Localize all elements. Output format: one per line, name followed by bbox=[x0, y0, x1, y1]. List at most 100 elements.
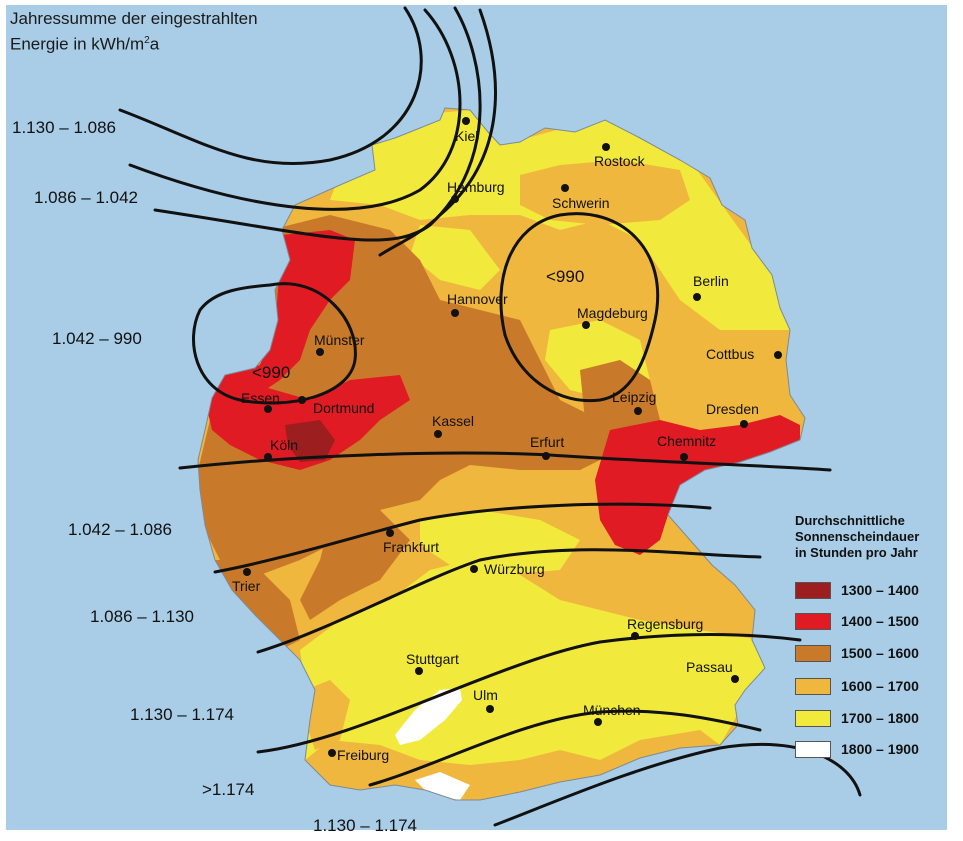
city-label-berlin: Berlin bbox=[693, 273, 729, 289]
legend-item-1600-1700: 1600 – 1700 bbox=[795, 676, 919, 696]
city-dot-hamburg bbox=[451, 195, 459, 203]
isoline-label-2: 1.086 – 1.042 bbox=[34, 188, 138, 207]
legend-item-1500-1600: 1500 – 1600 bbox=[795, 643, 919, 663]
city-label-essen: Essen bbox=[241, 390, 280, 406]
isoline-label-6: 1.130 – 1.174 bbox=[130, 705, 234, 724]
map-title-unit-prefix: Energie in kWh/m bbox=[10, 34, 145, 54]
legend-swatch-1500-1600 bbox=[795, 644, 831, 662]
legend-label-1600-1700: 1600 – 1700 bbox=[841, 678, 919, 694]
legend-item-1800-1900: 1800 – 1900 bbox=[795, 739, 919, 759]
city-label-kiel: Kiel bbox=[455, 128, 478, 144]
city-dot-chemnitz bbox=[680, 453, 688, 461]
city-dot-essen bbox=[264, 405, 272, 413]
city-dot-frankfurt bbox=[386, 529, 394, 537]
legend-swatch-1800-1900 bbox=[795, 740, 831, 758]
city-dot-muenchen bbox=[594, 718, 602, 726]
city-label-hannover: Hannover bbox=[447, 291, 508, 307]
city-dots bbox=[243, 117, 782, 757]
city-label-freiburg: Freiburg bbox=[337, 747, 389, 763]
map-title-line1: Jahressumme der eingestrahlten bbox=[10, 9, 258, 28]
legend-title: Durchschnittliche Sonnenscheindauer in S… bbox=[795, 513, 963, 561]
city-dot-cottbus bbox=[774, 351, 782, 359]
legend-title-line1: Durchschnittliche bbox=[795, 513, 905, 528]
isolines bbox=[118, 6, 862, 827]
city-label-ulm: Ulm bbox=[473, 687, 498, 703]
isoline-label-lt990-east: <990 bbox=[546, 267, 584, 286]
isoline-10 bbox=[493, 743, 862, 827]
zone-swabian-white bbox=[395, 688, 462, 745]
legend-item-1400-1500: 1400 – 1500 bbox=[795, 611, 919, 631]
legend-item-1300-1400: 1300 – 1400 bbox=[795, 580, 919, 600]
city-label-trier: Trier bbox=[232, 578, 261, 594]
legend-swatch-1600-1700 bbox=[795, 677, 831, 695]
city-label-dresden: Dresden bbox=[706, 401, 759, 417]
zone-nrw-red bbox=[205, 230, 355, 430]
city-label-kassel: Kassel bbox=[432, 413, 474, 429]
city-dot-kassel bbox=[434, 430, 442, 438]
zone-southwest-brown bbox=[210, 560, 300, 650]
isoline-west-loop bbox=[192, 282, 357, 405]
city-label-muenster: Münster bbox=[314, 332, 365, 348]
city-dot-dresden bbox=[740, 420, 748, 428]
isoline-4 bbox=[378, 8, 497, 257]
city-dot-schwerin bbox=[561, 184, 569, 192]
isoline-2 bbox=[128, 8, 462, 211]
city-dot-rostock bbox=[602, 143, 610, 151]
legend-swatch-1700-1800 bbox=[795, 709, 831, 727]
city-label-hamburg: Hamburg bbox=[447, 179, 505, 195]
isoline-label-1: 1.130 – 1.086 bbox=[12, 118, 116, 137]
zone-lowersaxony-yellow bbox=[410, 225, 500, 290]
legend-label-1300-1400: 1300 – 1400 bbox=[841, 582, 919, 598]
city-dot-kiel bbox=[462, 117, 470, 125]
isoline-7 bbox=[256, 548, 762, 654]
city-dot-dortmund bbox=[298, 396, 306, 404]
city-label-frankfurt: Frankfurt bbox=[383, 539, 439, 555]
isoline-8 bbox=[256, 633, 802, 754]
isoline-label-8: 1.130 – 1.174 bbox=[313, 816, 417, 835]
isoline-east-loop bbox=[499, 212, 660, 403]
zone-main-yellow bbox=[420, 510, 580, 575]
legend-swatch-1400-1500 bbox=[795, 612, 831, 630]
legend-label-1700-1800: 1700 – 1800 bbox=[841, 710, 919, 726]
zone-koeln-darkred bbox=[285, 420, 335, 462]
city-label-leipzig: Leipzig bbox=[612, 389, 656, 405]
city-dot-koeln bbox=[264, 453, 272, 461]
city-label-passau: Passau bbox=[686, 659, 733, 675]
zone-north-coast-orange bbox=[520, 160, 690, 225]
legend-swatch-1300-1400 bbox=[795, 581, 831, 599]
city-label-regensburg: Regensburg bbox=[627, 616, 703, 632]
isoline-label-lt990-west: <990 bbox=[252, 363, 290, 382]
city-dot-wuerzburg bbox=[470, 565, 478, 573]
city-label-wuerzburg: Würzburg bbox=[484, 561, 545, 577]
city-dot-freiburg bbox=[328, 749, 336, 757]
zone-east-yellow bbox=[660, 230, 795, 330]
zone-sw-brown-2 bbox=[300, 510, 410, 620]
city-dot-hannover bbox=[451, 309, 459, 317]
city-dot-stuttgart bbox=[415, 667, 423, 675]
isoline-labels: 1.130 – 1.086 1.086 – 1.042 1.042 – 990 … bbox=[12, 118, 584, 835]
legend-title-line3: in Stunden pro Jahr bbox=[795, 545, 918, 560]
legend-label-1800-1900: 1800 – 1900 bbox=[841, 741, 919, 757]
city-label-dortmund: Dortmund bbox=[313, 400, 374, 416]
city-label-schwerin: Schwerin bbox=[552, 195, 610, 211]
legend-label-1500-1600: 1500 – 1600 bbox=[841, 645, 919, 661]
isoline-5 bbox=[178, 451, 832, 472]
isoline-1 bbox=[118, 6, 423, 166]
city-dot-berlin bbox=[693, 293, 701, 301]
city-label-chemnitz: Chemnitz bbox=[657, 433, 716, 449]
zone-saxony-red bbox=[595, 415, 800, 555]
city-label-stuttgart: Stuttgart bbox=[406, 651, 459, 667]
map-title-line2: Energie in kWh/m2a bbox=[10, 30, 258, 56]
isoline-label-3: 1.042 – 990 bbox=[52, 329, 142, 348]
city-label-cottbus: Cottbus bbox=[706, 346, 754, 362]
legend-label-1400-1500: 1400 – 1500 bbox=[841, 613, 919, 629]
city-label-erfurt: Erfurt bbox=[530, 434, 564, 450]
city-dot-trier bbox=[243, 568, 251, 576]
city-dot-muenster bbox=[316, 348, 324, 356]
city-label-muenchen: München bbox=[583, 702, 641, 718]
city-dot-regensburg bbox=[631, 632, 639, 640]
city-dot-passau bbox=[731, 675, 739, 683]
city-label-magdeburg: Magdeburg bbox=[577, 305, 648, 321]
